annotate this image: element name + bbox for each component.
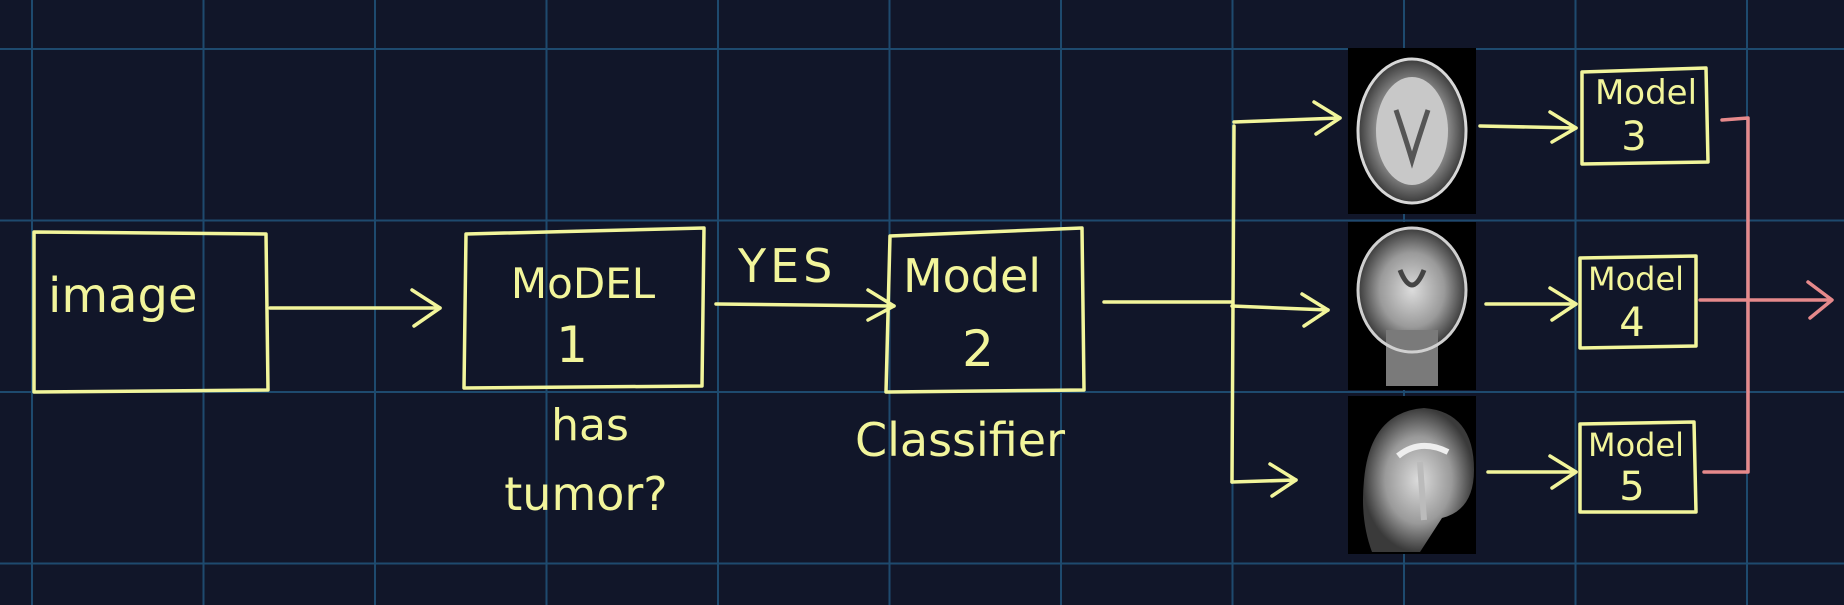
yes-label: YES (737, 239, 836, 293)
model1-caption-line2: tumor? (504, 467, 667, 521)
model2-caption: Classifier (855, 413, 1065, 467)
model4-label: Model (1588, 260, 1684, 298)
model4-node: Model 4 (1578, 254, 1698, 350)
model5-node: Model 5 (1578, 420, 1698, 514)
model1-number: 1 (556, 316, 588, 374)
image-node: image (32, 230, 270, 394)
image-node-label: image (48, 268, 198, 324)
model4-number: 4 (1619, 300, 1644, 346)
branch-split (1102, 100, 1342, 498)
arrows-to-models (1478, 110, 1578, 490)
model3-number: 3 (1621, 114, 1646, 160)
model1-caption-line1: has (551, 400, 629, 451)
model2-number: 2 (962, 320, 994, 378)
merge-bracket (1698, 116, 1834, 474)
model3-node: Model 3 (1580, 66, 1710, 166)
model5-number: 5 (1619, 464, 1644, 510)
model1-node: MoDEL 1 (462, 226, 706, 390)
arrow-image-to-model1 (268, 288, 442, 328)
model1-label: MoDEL (511, 259, 656, 308)
model1-caption: has tumor? (504, 400, 667, 521)
coronal-mri-view (1348, 222, 1476, 390)
arrow-model1-to-model2: YES (714, 239, 896, 322)
model2-node: Model 2 (884, 226, 1086, 394)
axial-mri-view (1348, 48, 1476, 214)
sagittal-mri-view (1348, 396, 1476, 554)
model3-label: Model (1595, 73, 1697, 113)
model5-label: Model (1588, 426, 1684, 464)
model2-label: Model (903, 249, 1041, 303)
